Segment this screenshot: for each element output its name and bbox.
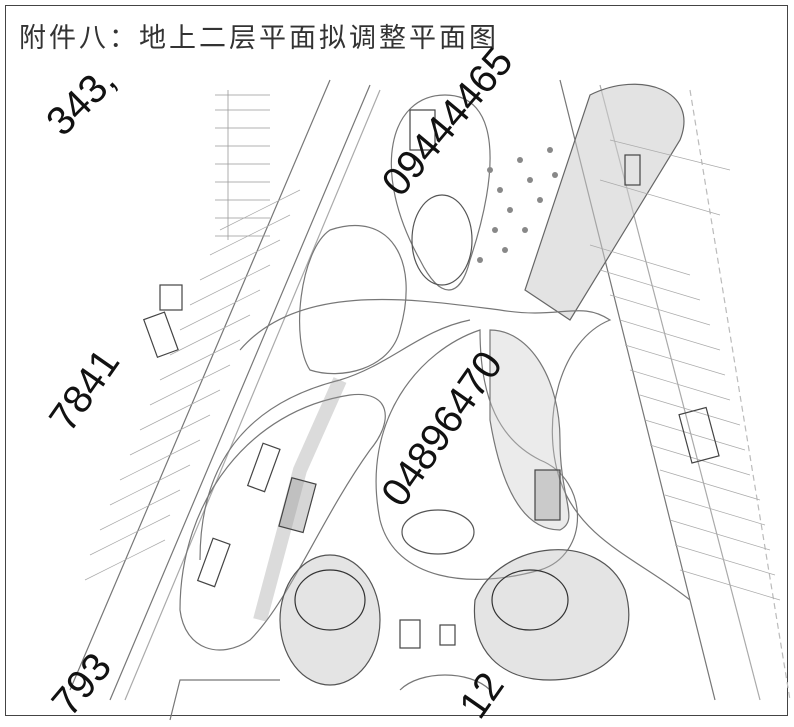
west-lobe [179, 393, 386, 651]
southeast-rotunda [473, 549, 630, 681]
north-teardrop-building [390, 94, 491, 291]
left-boundary-line [69, 79, 331, 691]
central-ring-building [375, 329, 579, 580]
southwest-rotunda [279, 554, 381, 686]
page-title: 附件八：地上二层平面拟调整平面图 [19, 23, 499, 54]
